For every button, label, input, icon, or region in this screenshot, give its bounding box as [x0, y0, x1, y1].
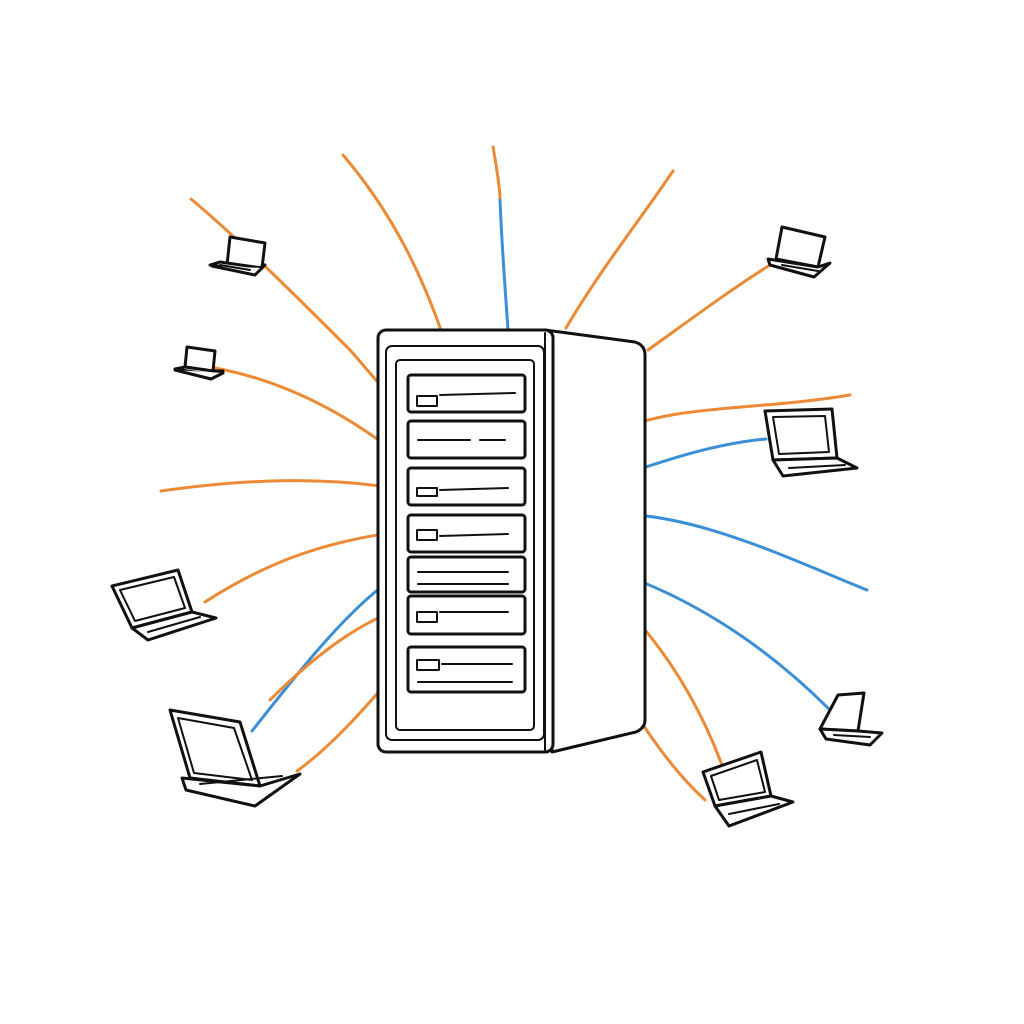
laptop-icon — [818, 691, 884, 747]
cable-orange — [213, 366, 394, 452]
cable-orange — [491, 145, 502, 202]
cable-orange — [564, 169, 675, 330]
server-rack-icon — [376, 328, 647, 754]
drive-bay — [406, 513, 527, 554]
laptop-icon — [168, 708, 302, 808]
cable-blue — [250, 586, 382, 733]
laptops — [110, 225, 884, 828]
laptop-icon — [110, 568, 218, 642]
drive-bay — [406, 373, 527, 414]
cable-orange — [646, 263, 772, 352]
drive-bay — [406, 419, 527, 460]
laptop-icon — [173, 345, 225, 381]
laptop-icon — [208, 235, 267, 277]
laptop-icon — [763, 407, 859, 478]
drive-bays — [406, 373, 527, 694]
cable-blue — [498, 198, 510, 332]
cable-orange — [341, 153, 444, 335]
drive-bay — [406, 594, 527, 636]
cable-orange — [159, 479, 410, 493]
drive-bay — [406, 645, 527, 694]
laptop-icon — [701, 750, 795, 828]
drive-bay — [406, 555, 527, 594]
drive-bay — [406, 466, 527, 507]
laptop-icon — [766, 225, 832, 279]
